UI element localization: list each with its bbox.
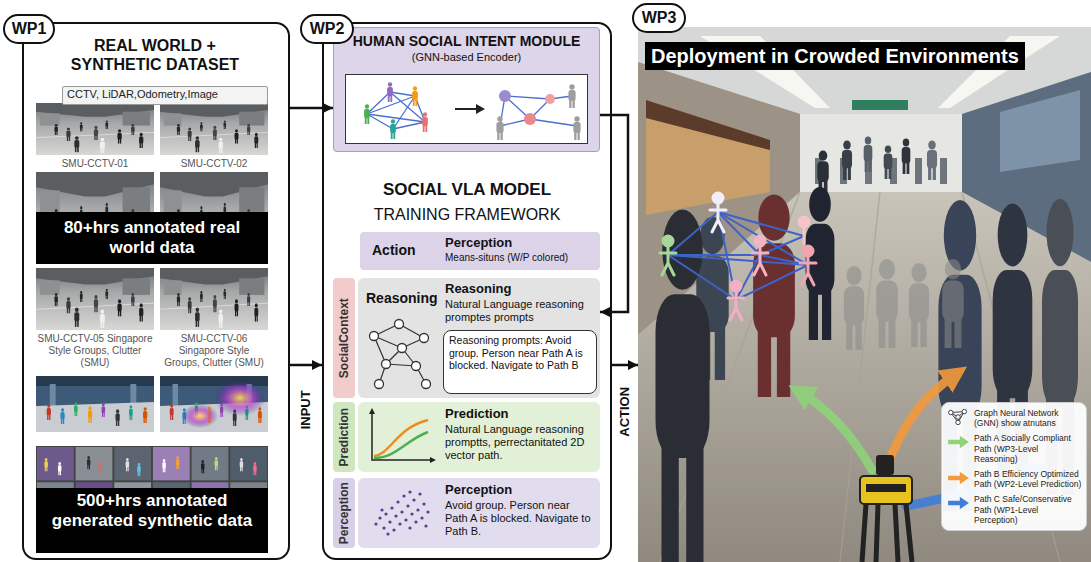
node-heading: Deployment in Crowded Environments (645, 42, 1025, 70)
wp-tag: WP2 (300, 14, 354, 44)
node-heading: Perception (445, 482, 595, 498)
node-text: Natural Language reasoning promptts, per… (445, 423, 595, 463)
image-caption: SMU-CCTV-01 (36, 158, 154, 170)
flow-arrow (290, 364, 322, 367)
edge-label: INPUT (297, 388, 313, 431)
node-text: Reasoning (445, 281, 595, 297)
stage-row: ReasoningReasoningNatural Language reaso… (358, 278, 600, 398)
chart-icon (366, 408, 436, 466)
legend-row: Path B Efficiency Optimized Path (WP2-Le… (946, 469, 1082, 489)
stage-tab: Prediction (333, 402, 355, 472)
image-caption: SMU-CCTV-06 Singapore Style Groups, Clut… (160, 333, 268, 369)
legend-arrow-green (946, 433, 970, 451)
flow-arrow (612, 364, 638, 367)
node-heading: SOCIAL VLA MODEL (337, 180, 597, 200)
data-band: 500+hrs annotated generated synthetic da… (36, 488, 268, 553)
data-band: 80+hrs annotated real world data (36, 212, 268, 264)
node-heading: WP3 (634, 8, 684, 27)
tab-label: Perception (337, 482, 351, 544)
node-heading: 80+hrs annotated real world data (42, 218, 262, 259)
node-heading: Action (372, 242, 442, 259)
node-heading: Reasoning (366, 290, 441, 307)
flow-arrow (290, 107, 333, 110)
legend: Graph Neural Network (GNN) show atnutans… (941, 402, 1087, 531)
legend-row: Path A Socially Compliant Path (WP3-Leve… (946, 433, 1082, 464)
stage-row: ActionPerceptionMeans-situns (W/P colore… (360, 232, 600, 270)
node-heading: HUMAN SOCIAL INTENT MODULE (334, 33, 599, 50)
node-text: (GNN-based Encoder) (334, 51, 599, 64)
image-caption: SMU-CCTV-02 (160, 158, 268, 170)
legend-row: Graph Neural Network (GNN) show atnutans (946, 408, 1082, 428)
flow-arrow (600, 115, 628, 312)
legend-row: Path C Safe/Conservative Path (WP1-Level… (946, 494, 1082, 525)
stage-tab: SocialContext (333, 278, 355, 398)
gnn-illustration (345, 74, 588, 144)
node-heading: WP2 (302, 19, 352, 38)
node-heading: Reasoning prompts: Avoid group. Person n… (449, 334, 591, 372)
node-heading: REAL WORLD + SYNTHETIC DATASET (65, 36, 245, 74)
node-heading: WP1 (5, 19, 53, 38)
legend-text: Path C Safe/Conservative Path (WP1-Level… (974, 494, 1082, 525)
legend-text: Path A Socially Compliant Path (WP3-Leve… (974, 433, 1082, 464)
legend-arrow-orange (946, 469, 970, 487)
stage-tab: Perception (333, 478, 355, 548)
node-text: Perception (445, 235, 595, 251)
wp-tag: WP3 (632, 3, 686, 33)
tab-label: Prediction (337, 408, 351, 467)
node-heading: 500+hrs annotated generated synthetic da… (42, 491, 262, 532)
wp-tag: WP1 (3, 14, 55, 44)
node-heading: CCTV, LiDAR,Odometry,Image (67, 88, 265, 101)
node-text: Means-situns (W/P colored) (445, 252, 595, 264)
scatter-icon (366, 484, 436, 542)
prompt-box: Reasoning prompts: Avoid group. Person n… (443, 330, 597, 394)
tab-label: SocialContext (337, 298, 351, 378)
node-text: TRAINING FRAMEWORK (337, 205, 597, 224)
node-text: Natural Language reasoning promptes prom… (445, 298, 595, 324)
legend-arrow-blue (946, 494, 970, 512)
graph-icon (364, 316, 436, 392)
work-package-panel: SOCIAL VLA MODEL TRAINING FRAMEWORK HUMAN… (322, 22, 612, 560)
legend-text: Path B Efficiency Optimized Path (WP2-Le… (974, 469, 1082, 489)
module-box: HUMAN SOCIAL INTENT MODULE(GNN-based Enc… (333, 27, 600, 152)
node-text: Avoid group. Person near Path A is block… (445, 499, 595, 539)
stage-row: PredictionNatural Language reasoning pro… (358, 402, 600, 472)
legend-text: Graph Neural Network (GNN) show atnutans (974, 408, 1082, 428)
edge-label: ACTION (617, 385, 633, 439)
node-heading: Prediction (445, 406, 595, 422)
stage-row: PerceptionAvoid group. Person near Path … (358, 478, 600, 548)
legend-gnn-icon (946, 408, 970, 426)
image-caption: SMU-CCTV-05 Singapore Style Groups, Clut… (36, 333, 154, 369)
work-package-panel: REAL WORLD + SYNTHETIC DATASET CCTV, LiDA… (22, 22, 290, 560)
sensor-box: CCTV, LiDAR,Odometry,Image (62, 86, 268, 105)
